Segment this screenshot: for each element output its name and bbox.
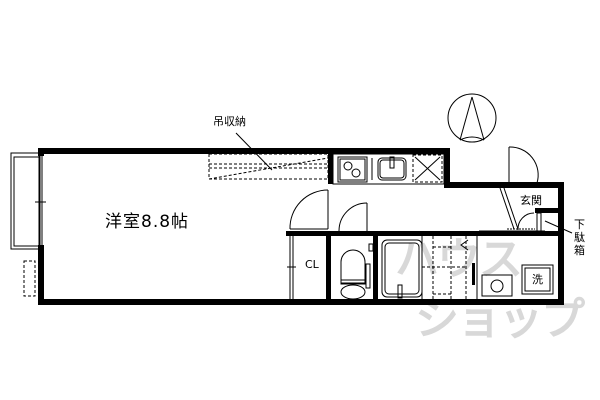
room-label-western: 洋室8.8帖 [105, 212, 190, 232]
label-closet: CL [305, 258, 319, 271]
compass-icon [447, 93, 497, 143]
kitchen [332, 153, 445, 185]
label-entrance: 玄関 [520, 194, 542, 207]
label-hanging-storage: 吊収納 [213, 115, 246, 128]
bathtub [381, 239, 423, 299]
hanging-storage [208, 153, 329, 180]
balcony [10, 152, 40, 297]
toilet [340, 243, 374, 300]
label-washer: 洗 [532, 273, 543, 286]
watermark-line1: ハウス [395, 234, 523, 285]
walls [38, 148, 564, 305]
doors [289, 146, 542, 232]
label-shoe-box: 下駄箱 [574, 218, 585, 257]
entry-sill [479, 228, 545, 232]
window-left [35, 156, 46, 245]
washroom [421, 236, 554, 299]
closet [287, 236, 296, 299]
hanging-leader [235, 132, 273, 171]
shoe-leader [544, 220, 573, 234]
